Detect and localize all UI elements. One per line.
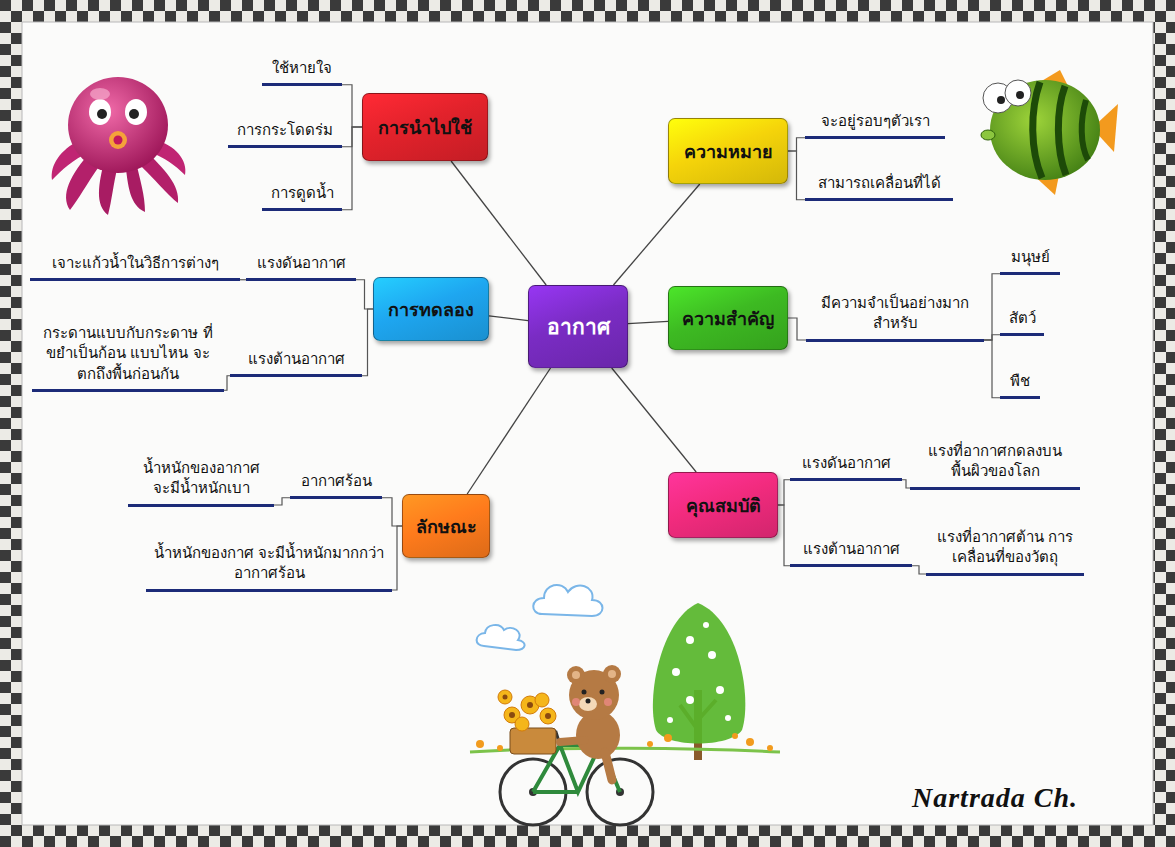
connector xyxy=(778,505,790,566)
leaf-topic: สามารถเคลื่อนที่ได้ xyxy=(805,170,953,201)
leaf-topic: การดูดน้ำ xyxy=(262,180,342,211)
connector xyxy=(489,316,528,321)
signature: Nartrada Ch. xyxy=(912,782,1078,814)
topic-text: เจาะแก้วน้ำในวิธีการต่างๆ xyxy=(36,253,234,273)
leaf-topic: น้ำหนักของกาศ จะมีน้ำหนักมากกว่าอากาศร้อ… xyxy=(146,540,392,592)
topic-text: แรงต้านอากาศ xyxy=(236,349,356,369)
octopus xyxy=(52,77,186,215)
connector xyxy=(788,151,805,200)
topic-text: การทดลอง xyxy=(388,295,474,324)
connector xyxy=(392,526,402,590)
branch-box: ความหมาย xyxy=(668,118,788,184)
topic-text: แรงที่อากาศต้าน การเคลื่อนที่ของวัตถุ xyxy=(932,527,1078,568)
leaf-topic: แรงที่อากาศกดลงบน พื้นผิวของโลก xyxy=(910,438,1080,490)
leaf-topic: แรงต้านอากาศ xyxy=(230,346,362,377)
leaf-topic: แรงต้านอากาศ xyxy=(790,536,912,567)
topic-text: พืช xyxy=(1006,371,1034,391)
leaf-topic: พืช xyxy=(1000,368,1040,399)
leaf-topic: สัตว์ xyxy=(1000,305,1044,336)
leaf-topic: มนุษย์ xyxy=(1000,244,1060,275)
leaf-topic: แรงดันอากาศ xyxy=(246,250,356,281)
topic-text: ลักษณะ xyxy=(416,512,477,541)
topic-text: อากาศ xyxy=(547,310,610,343)
topic-text: ความหมาย xyxy=(684,137,773,166)
connector xyxy=(984,340,1000,398)
connector xyxy=(342,85,362,127)
connector xyxy=(224,376,230,391)
branch-box: คุณสมบัติ xyxy=(668,472,778,538)
topic-text: มนุษย์ xyxy=(1006,247,1054,267)
leaf-topic: แรงดันอากาศ xyxy=(790,450,902,481)
connector xyxy=(362,309,373,376)
branch-box: ความสำคัญ xyxy=(668,286,788,350)
topic-text: น้ำหนักของอากาศ จะมีน้ำหนักเบา xyxy=(134,458,268,499)
branch-box: ลักษณะ xyxy=(402,494,490,558)
connector xyxy=(628,321,668,323)
topic-text: กระดานแบบกับกระดาษ ที่ขยำเป็นก้อน แบบไหน… xyxy=(38,323,218,384)
topic-text: คุณสมบัติ xyxy=(686,491,761,520)
connector xyxy=(778,480,790,505)
connector xyxy=(902,480,910,488)
leaf-topic: กระดานแบบกับกระดาษ ที่ขยำเป็นก้อน แบบไหน… xyxy=(32,320,224,392)
connector xyxy=(613,184,699,285)
topic-text: การนำไปใช้ xyxy=(378,113,472,142)
clouds xyxy=(477,585,603,650)
leaf-topic: การกระโดดร่ม xyxy=(228,117,342,148)
topic-text: น้ำหนักของกาศ จะมีน้ำหนักมากกว่าอากาศร้อ… xyxy=(152,543,386,584)
connector xyxy=(382,498,402,526)
topic-text: แรงต้านอากาศ xyxy=(796,539,906,559)
leaf-topic: อากาศร้อน xyxy=(290,468,382,499)
topic-text: อากาศร้อน xyxy=(296,471,376,491)
leaf-topic: เจาะแก้วน้ำในวิธีการต่างๆ xyxy=(30,250,240,281)
connector xyxy=(467,368,550,494)
topic-text: แรงดันอากาศ xyxy=(252,253,350,273)
leaf-topic: แรงที่อากาศต้าน การเคลื่อนที่ของวัตถุ xyxy=(926,524,1084,576)
topic-text: การดูดน้ำ xyxy=(268,183,336,203)
leaf-topic: มีความจำเป็นอย่างมาก สำหรับ xyxy=(806,290,984,342)
connector xyxy=(788,138,805,151)
topic-text: สัตว์ xyxy=(1006,308,1038,328)
connector xyxy=(984,335,1000,340)
branch-box: การนำไปใช้ xyxy=(362,93,488,161)
leaf-topic: จะอยู่รอบๆตัวเรา xyxy=(805,108,945,139)
topic-text: จะอยู่รอบๆตัวเรา xyxy=(811,111,939,131)
connector xyxy=(912,566,926,574)
branch-box: การทดลอง xyxy=(373,277,489,341)
leaf-topic: ใช้หายใจ xyxy=(262,55,342,86)
leaf-topic: น้ำหนักของอากาศ จะมีน้ำหนักเบา xyxy=(128,455,274,507)
topic-text: มีความจำเป็นอย่างมาก สำหรับ xyxy=(812,293,978,334)
topic-text: การกระโดดร่ม xyxy=(234,120,336,140)
tree xyxy=(653,603,745,760)
topic-text: ความสำคัญ xyxy=(682,304,774,333)
topic-text: แรงดันอากาศ xyxy=(796,453,896,473)
connector xyxy=(612,368,696,472)
connector xyxy=(356,280,373,309)
fish xyxy=(981,70,1118,195)
connector xyxy=(342,127,362,210)
central-topic: อากาศ xyxy=(528,285,628,368)
topic-text: แรงที่อากาศกดลงบน พื้นผิวของโลก xyxy=(916,441,1074,482)
connector xyxy=(984,274,1000,340)
topic-text: สามารถเคลื่อนที่ได้ xyxy=(811,173,947,193)
topic-text: ใช้หายใจ xyxy=(268,58,336,78)
connector xyxy=(274,498,290,505)
bear-on-bicycle xyxy=(498,665,653,825)
connector xyxy=(451,161,546,285)
connector xyxy=(788,318,806,340)
